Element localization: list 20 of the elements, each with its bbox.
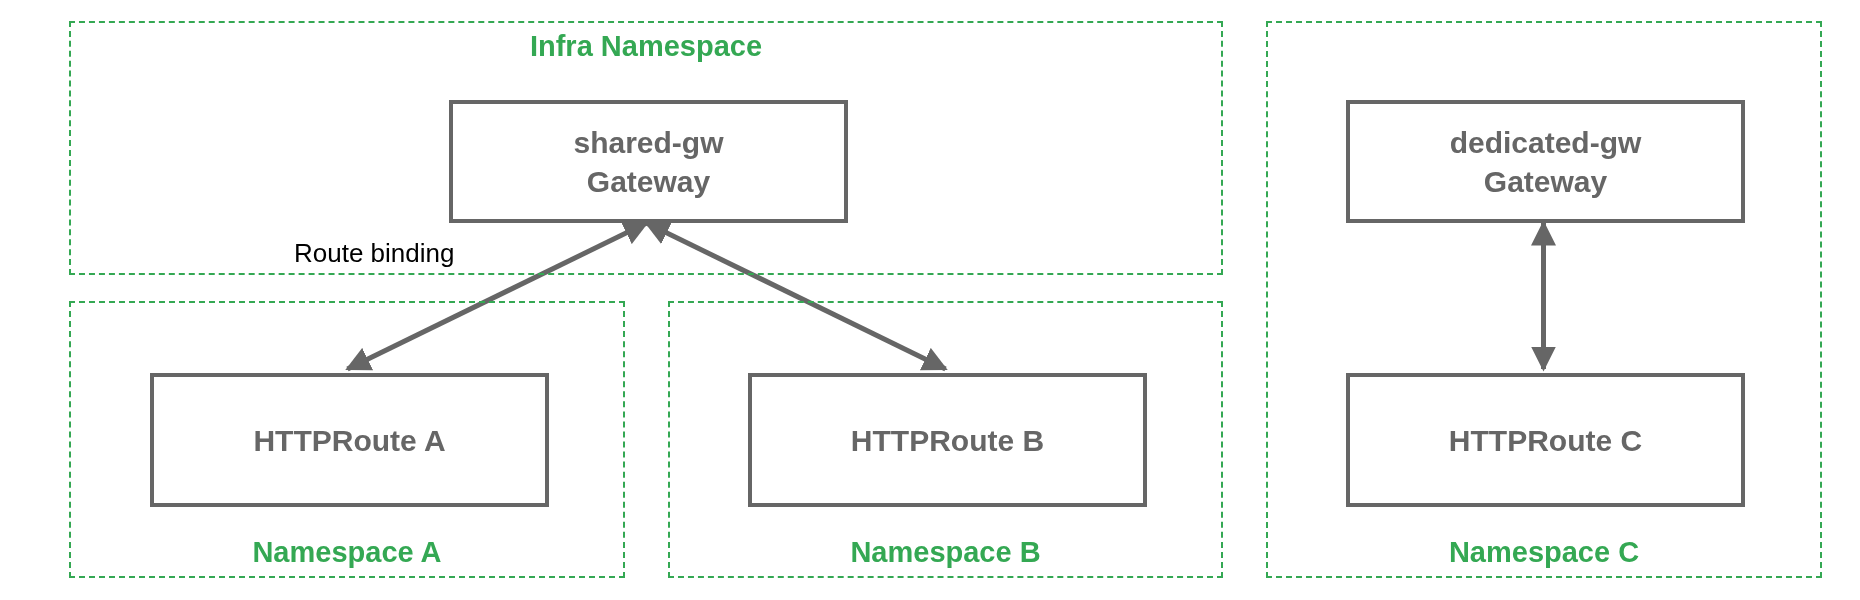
namespace-region [668,301,1223,578]
resource-box [748,373,1147,507]
namespace-title: Namespace C [1448,534,1640,570]
namespace-title: Namespace A [252,534,442,570]
resource-box [150,373,549,507]
resource-label: HTTPRoute B [850,422,1045,459]
resource-label: shared-gw [573,124,724,161]
namespace-region [69,301,625,578]
resource-box [449,100,848,223]
namespace-region [1266,21,1822,578]
resource-label: HTTPRoute A [253,422,446,459]
resource-label: dedicated-gw [1449,124,1642,161]
resource-label: Gateway [1483,163,1608,200]
resource-box [1346,100,1745,223]
resource-label: Gateway [586,163,711,200]
namespace-title: Infra Namespace [529,29,763,64]
namespace-title: Namespace B [850,534,1041,570]
resource-label: HTTPRoute C [1448,422,1643,459]
resource-box [1346,373,1745,507]
namespace-region [69,21,1223,275]
